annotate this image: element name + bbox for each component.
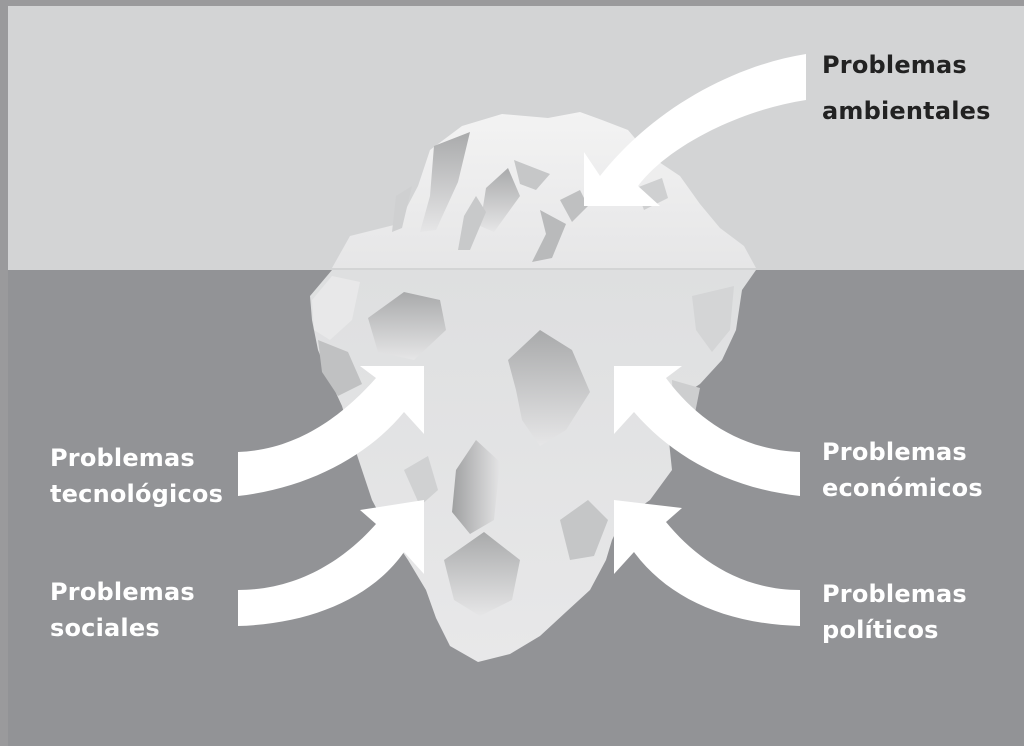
label-tecnologicos-line1: Problemas [50,444,195,472]
label-sociales-line2: sociales [50,614,160,642]
label-problemas-tecnologicos: Problemas tecnológicos [50,440,223,512]
iceberg-tip [332,112,756,268]
arrow-tecnologicos [238,366,424,496]
arrow-sociales [238,500,424,626]
label-ambientales-line2: ambientales [822,97,991,125]
label-problemas-ambientales: Problemas ambientales [822,42,991,134]
label-politicos-line1: Problemas [822,580,967,608]
label-economicos-line1: Problemas [822,438,967,466]
left-border [0,0,8,746]
label-problemas-economicos: Problemas económicos [822,434,983,506]
label-sociales-line1: Problemas [50,578,195,606]
top-border [0,0,1024,6]
arrow-economicos [614,366,800,496]
label-politicos-line2: políticos [822,616,939,644]
label-economicos-line2: económicos [822,474,983,502]
arrow-ambientales [584,54,806,206]
label-problemas-sociales: Problemas sociales [50,574,195,646]
label-tecnologicos-line2: tecnológicos [50,480,224,508]
label-ambientales-line1: Problemas [822,51,967,79]
label-problemas-politicos: Problemas políticos [822,576,967,648]
arrow-politicos [614,500,800,626]
